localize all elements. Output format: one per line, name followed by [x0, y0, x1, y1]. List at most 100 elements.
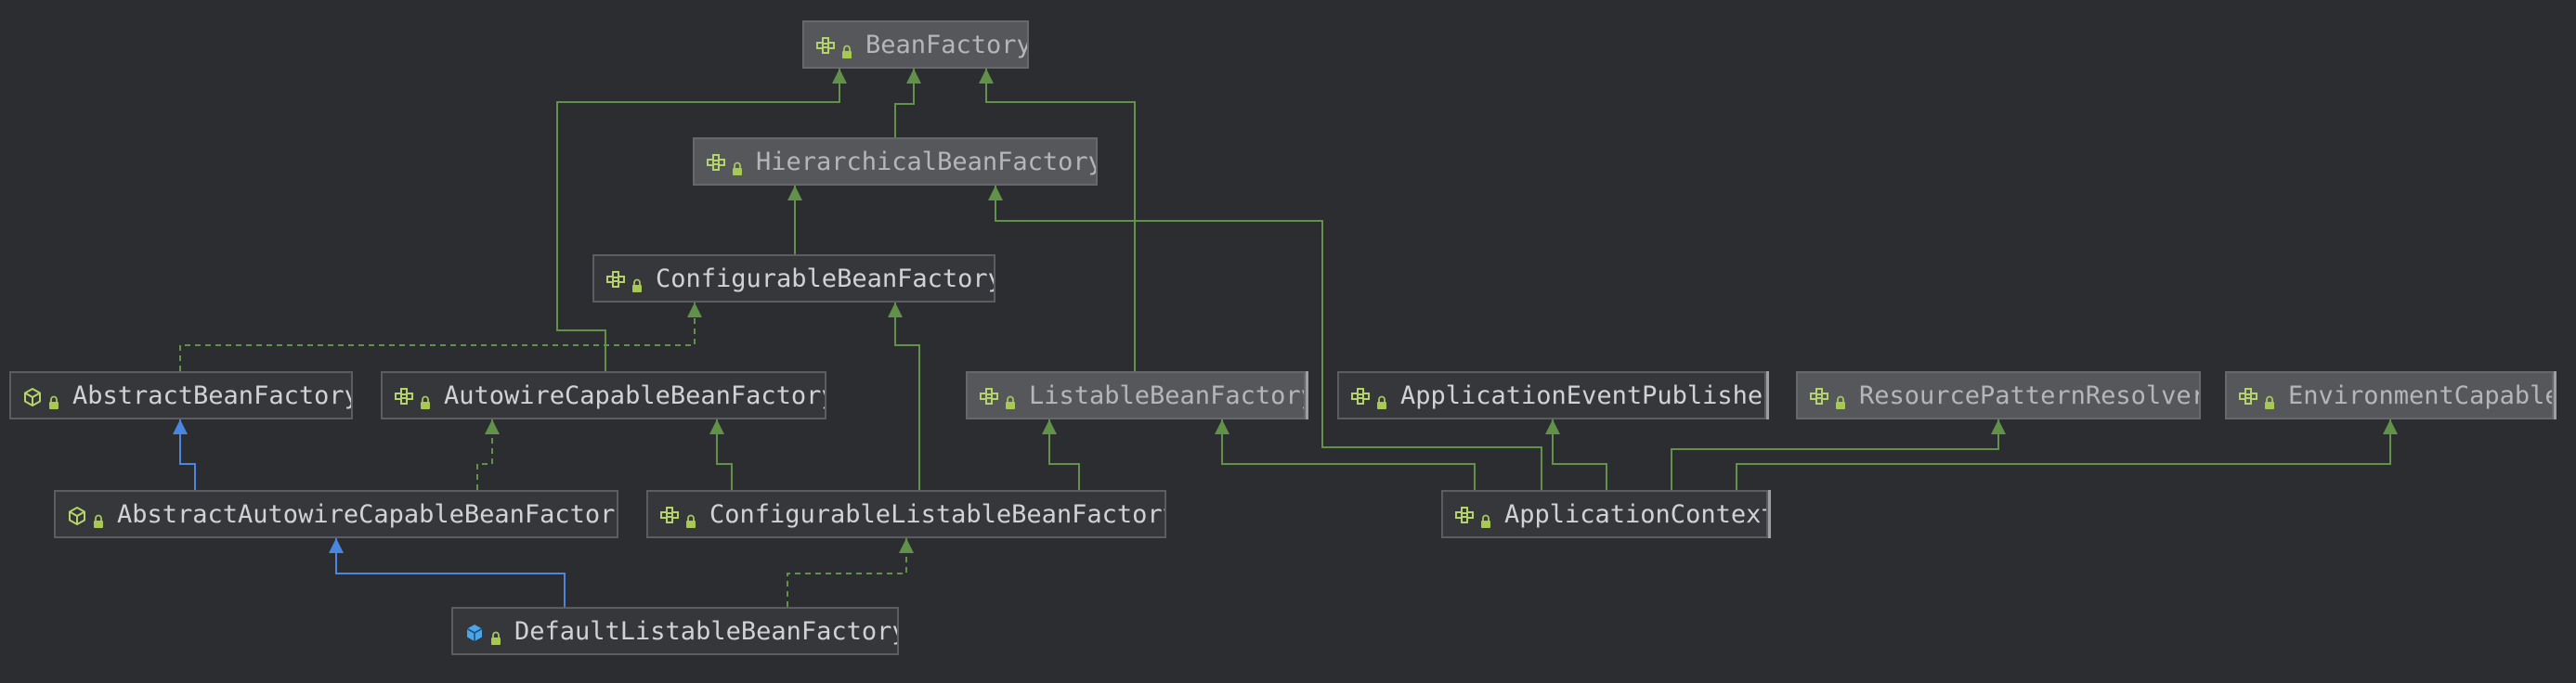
node-label: ApplicationEventPublisher [1400, 380, 1766, 410]
edge-line [179, 303, 696, 371]
edge-arrowhead [1545, 419, 1560, 434]
edge-arrowhead [988, 186, 1003, 200]
node-label: ConfigurableBeanFactory [656, 264, 995, 293]
edge-arrowhead [906, 69, 921, 84]
node-label: ApplicationContext [1504, 499, 1768, 529]
edge-arrowhead [899, 538, 914, 553]
edge-listable-bean-factory-to-bean-factory [979, 69, 1136, 371]
edge-configurable-listable-bean-factory-to-configurable-bean-factory [888, 303, 920, 490]
node-resource-pattern-resolver[interactable]: ResourcePatternResolver [1796, 371, 2201, 419]
node-label: BeanFactory [865, 30, 1029, 59]
edge-abstract-autowire-capable-bean-factory-to-autowire-capable-bean-factory [476, 419, 500, 490]
edge-line [985, 69, 1136, 371]
lock-icon [93, 507, 104, 528]
interface-icon [1454, 504, 1475, 524]
node-abstract-bean-factory[interactable]: AbstractBeanFactory [9, 371, 353, 419]
edge-arrowhead [888, 303, 903, 317]
lock-icon [1835, 388, 1846, 409]
node-label: AutowireCapableBeanFactory [444, 380, 826, 410]
node-listable-bean-factory[interactable]: ListableBeanFactory [966, 371, 1306, 419]
edge-application-context-to-listable-bean-factory [1215, 419, 1476, 490]
interface-icon [2238, 385, 2258, 406]
edge-application-context-to-hierarchical-bean-factory [988, 186, 1542, 490]
abstract-class-icon [67, 504, 87, 525]
edge-application-context-to-application-event-publisher [1545, 419, 1607, 490]
class-icon [464, 621, 485, 641]
edge-autowire-capable-bean-factory-to-bean-factory [556, 69, 847, 371]
edge-arrowhead [709, 419, 724, 434]
node-bean-factory[interactable]: BeanFactory [802, 20, 1029, 69]
lock-icon [490, 624, 501, 645]
edge-configurable-listable-bean-factory-to-listable-bean-factory [1042, 419, 1080, 490]
edge-arrowhead [1991, 419, 2006, 434]
edge-line [556, 69, 840, 371]
node-hierarchical-bean-factory[interactable]: HierarchicalBeanFactory [693, 137, 1098, 186]
edge-application-context-to-environment-capable [1736, 419, 2398, 490]
node-configurable-bean-factory[interactable]: ConfigurableBeanFactory [592, 254, 995, 303]
node-label: AbstractBeanFactory [72, 380, 353, 410]
edge-line [1671, 419, 1999, 490]
edge-default-listable-bean-factory-to-configurable-listable-bean-factory [787, 538, 914, 607]
node-environment-capable[interactable]: EnvironmentCapable [2225, 371, 2554, 419]
node-application-event-publisher[interactable]: ApplicationEventPublisher [1337, 371, 1766, 419]
lock-icon [420, 388, 431, 409]
node-configurable-listable-bean-factory[interactable]: ConfigurableListableBeanFactory [646, 490, 1166, 538]
node-label: HierarchicalBeanFactory [756, 147, 1098, 176]
edge-line [1552, 419, 1607, 490]
edge-line [179, 419, 196, 490]
edge-line [787, 538, 907, 607]
node-label: DefaultListableBeanFactory [514, 616, 899, 646]
interface-icon [1809, 385, 1829, 406]
edge-line [894, 69, 915, 137]
edge-arrowhead [329, 538, 344, 553]
node-default-listable-bean-factory[interactable]: DefaultListableBeanFactory [451, 607, 899, 655]
edge-line [1221, 419, 1476, 490]
lock-icon [1005, 388, 1016, 409]
interface-icon [394, 385, 414, 406]
edge-line [335, 538, 566, 607]
edge-arrowhead [485, 419, 500, 434]
node-label: EnvironmentCapable [2288, 380, 2554, 410]
node-autowire-capable-bean-factory[interactable]: AutowireCapableBeanFactory [381, 371, 826, 419]
interface-icon [605, 268, 626, 289]
node-label: ListableBeanFactory [1029, 380, 1306, 410]
edge-arrowhead [979, 69, 994, 84]
edge-line [894, 303, 920, 490]
node-application-context[interactable]: ApplicationContext [1441, 490, 1768, 538]
edge-line [1736, 419, 2391, 490]
lock-icon [631, 271, 643, 292]
node-label: ConfigurableListableBeanFactory [709, 499, 1166, 529]
interface-icon [706, 151, 726, 172]
node-abstract-autowire-capable-bean-factory[interactable]: AbstractAutowireCapableBeanFactory [54, 490, 618, 538]
edge-configurable-listable-bean-factory-to-autowire-capable-bean-factory [709, 419, 733, 490]
lock-icon [2264, 388, 2275, 409]
edge-arrowhead [787, 186, 802, 200]
interface-icon [1350, 385, 1371, 406]
lock-icon [48, 388, 59, 409]
node-label: AbstractAutowireCapableBeanFactory [117, 499, 618, 529]
edge-abstract-autowire-capable-bean-factory-to-abstract-bean-factory [173, 419, 196, 490]
edge-arrowhead [687, 303, 702, 317]
edge-arrowhead [173, 419, 188, 434]
lock-icon [732, 154, 743, 175]
edge-line [476, 419, 493, 490]
interface-icon [979, 385, 999, 406]
lock-icon [685, 507, 696, 528]
interface-icon [659, 504, 680, 524]
edge-abstract-bean-factory-to-configurable-bean-factory [179, 303, 702, 371]
edge-arrowhead [2383, 419, 2398, 434]
edge-arrowhead [1042, 419, 1057, 434]
node-label: ResourcePatternResolver [1859, 380, 2201, 410]
edge-line [995, 186, 1542, 490]
edge-configurable-bean-factory-to-hierarchical-bean-factory [787, 186, 802, 254]
lock-icon [841, 37, 852, 58]
abstract-class-icon [22, 385, 43, 406]
edge-line [1048, 419, 1080, 490]
lock-icon [1376, 388, 1387, 409]
edge-application-context-to-resource-pattern-resolver [1671, 419, 2006, 490]
edge-default-listable-bean-factory-to-abstract-autowire-capable-bean-factory [329, 538, 566, 607]
edge-line [716, 419, 733, 490]
lock-icon [1480, 507, 1491, 528]
interface-icon [815, 34, 836, 55]
